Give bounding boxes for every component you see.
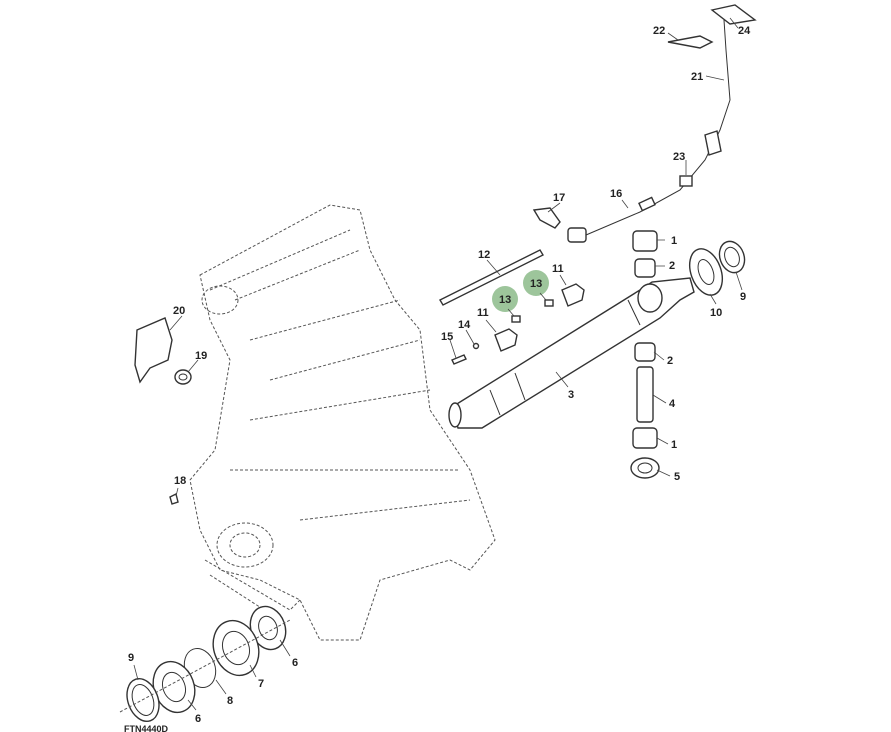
callout-11: 11 xyxy=(552,263,564,275)
callout-19: 19 xyxy=(195,350,207,362)
callout-17: 17 xyxy=(553,192,565,204)
callout-8: 8 xyxy=(227,695,233,707)
sensor-harness xyxy=(532,4,757,243)
shaft-part xyxy=(448,277,695,429)
callout-24: 24 xyxy=(738,25,751,37)
callout-6: 6 xyxy=(195,713,201,725)
callout-20: 20 xyxy=(173,305,185,317)
callout-15: 15 xyxy=(441,331,453,343)
callout-labels: 22 24 21 23 17 16 1 12 13 11 2 9 10 13 2… xyxy=(124,25,751,732)
highlight-marker[interactable] xyxy=(492,286,518,312)
callout-11: 11 xyxy=(477,307,489,319)
wear-strip-part xyxy=(439,249,544,306)
washers-right xyxy=(688,240,746,296)
callout-4: 4 xyxy=(669,398,676,410)
callout-23: 23 xyxy=(673,151,685,163)
callout-21: 21 xyxy=(691,71,703,83)
callout-13: 13 xyxy=(530,278,542,290)
bottom-rings xyxy=(119,605,291,723)
callout-9: 9 xyxy=(740,291,746,303)
callout-16: 16 xyxy=(610,188,622,200)
callout-9: 9 xyxy=(128,652,134,664)
callout-6: 6 xyxy=(292,657,298,669)
callout-18: 18 xyxy=(174,475,186,487)
callout-14: 14 xyxy=(458,319,471,331)
callout-2: 2 xyxy=(669,260,675,272)
figure-id: FTN4440D xyxy=(124,724,169,732)
clamp-parts xyxy=(451,283,585,365)
callout-22: 22 xyxy=(653,25,665,37)
callout-1: 1 xyxy=(671,235,677,247)
bracket-part xyxy=(134,317,192,505)
highlight-marker[interactable] xyxy=(523,270,549,296)
callout-5: 5 xyxy=(674,471,680,483)
callout-3: 3 xyxy=(568,389,574,401)
callout-2: 2 xyxy=(667,355,673,367)
pin-bushings xyxy=(630,230,660,479)
callout-10: 10 xyxy=(710,307,722,319)
callout-12: 12 xyxy=(478,249,490,261)
callout-13: 13 xyxy=(499,294,511,306)
loader-frame xyxy=(189,204,496,641)
callout-1: 1 xyxy=(671,439,677,451)
callout-7: 7 xyxy=(258,678,264,690)
